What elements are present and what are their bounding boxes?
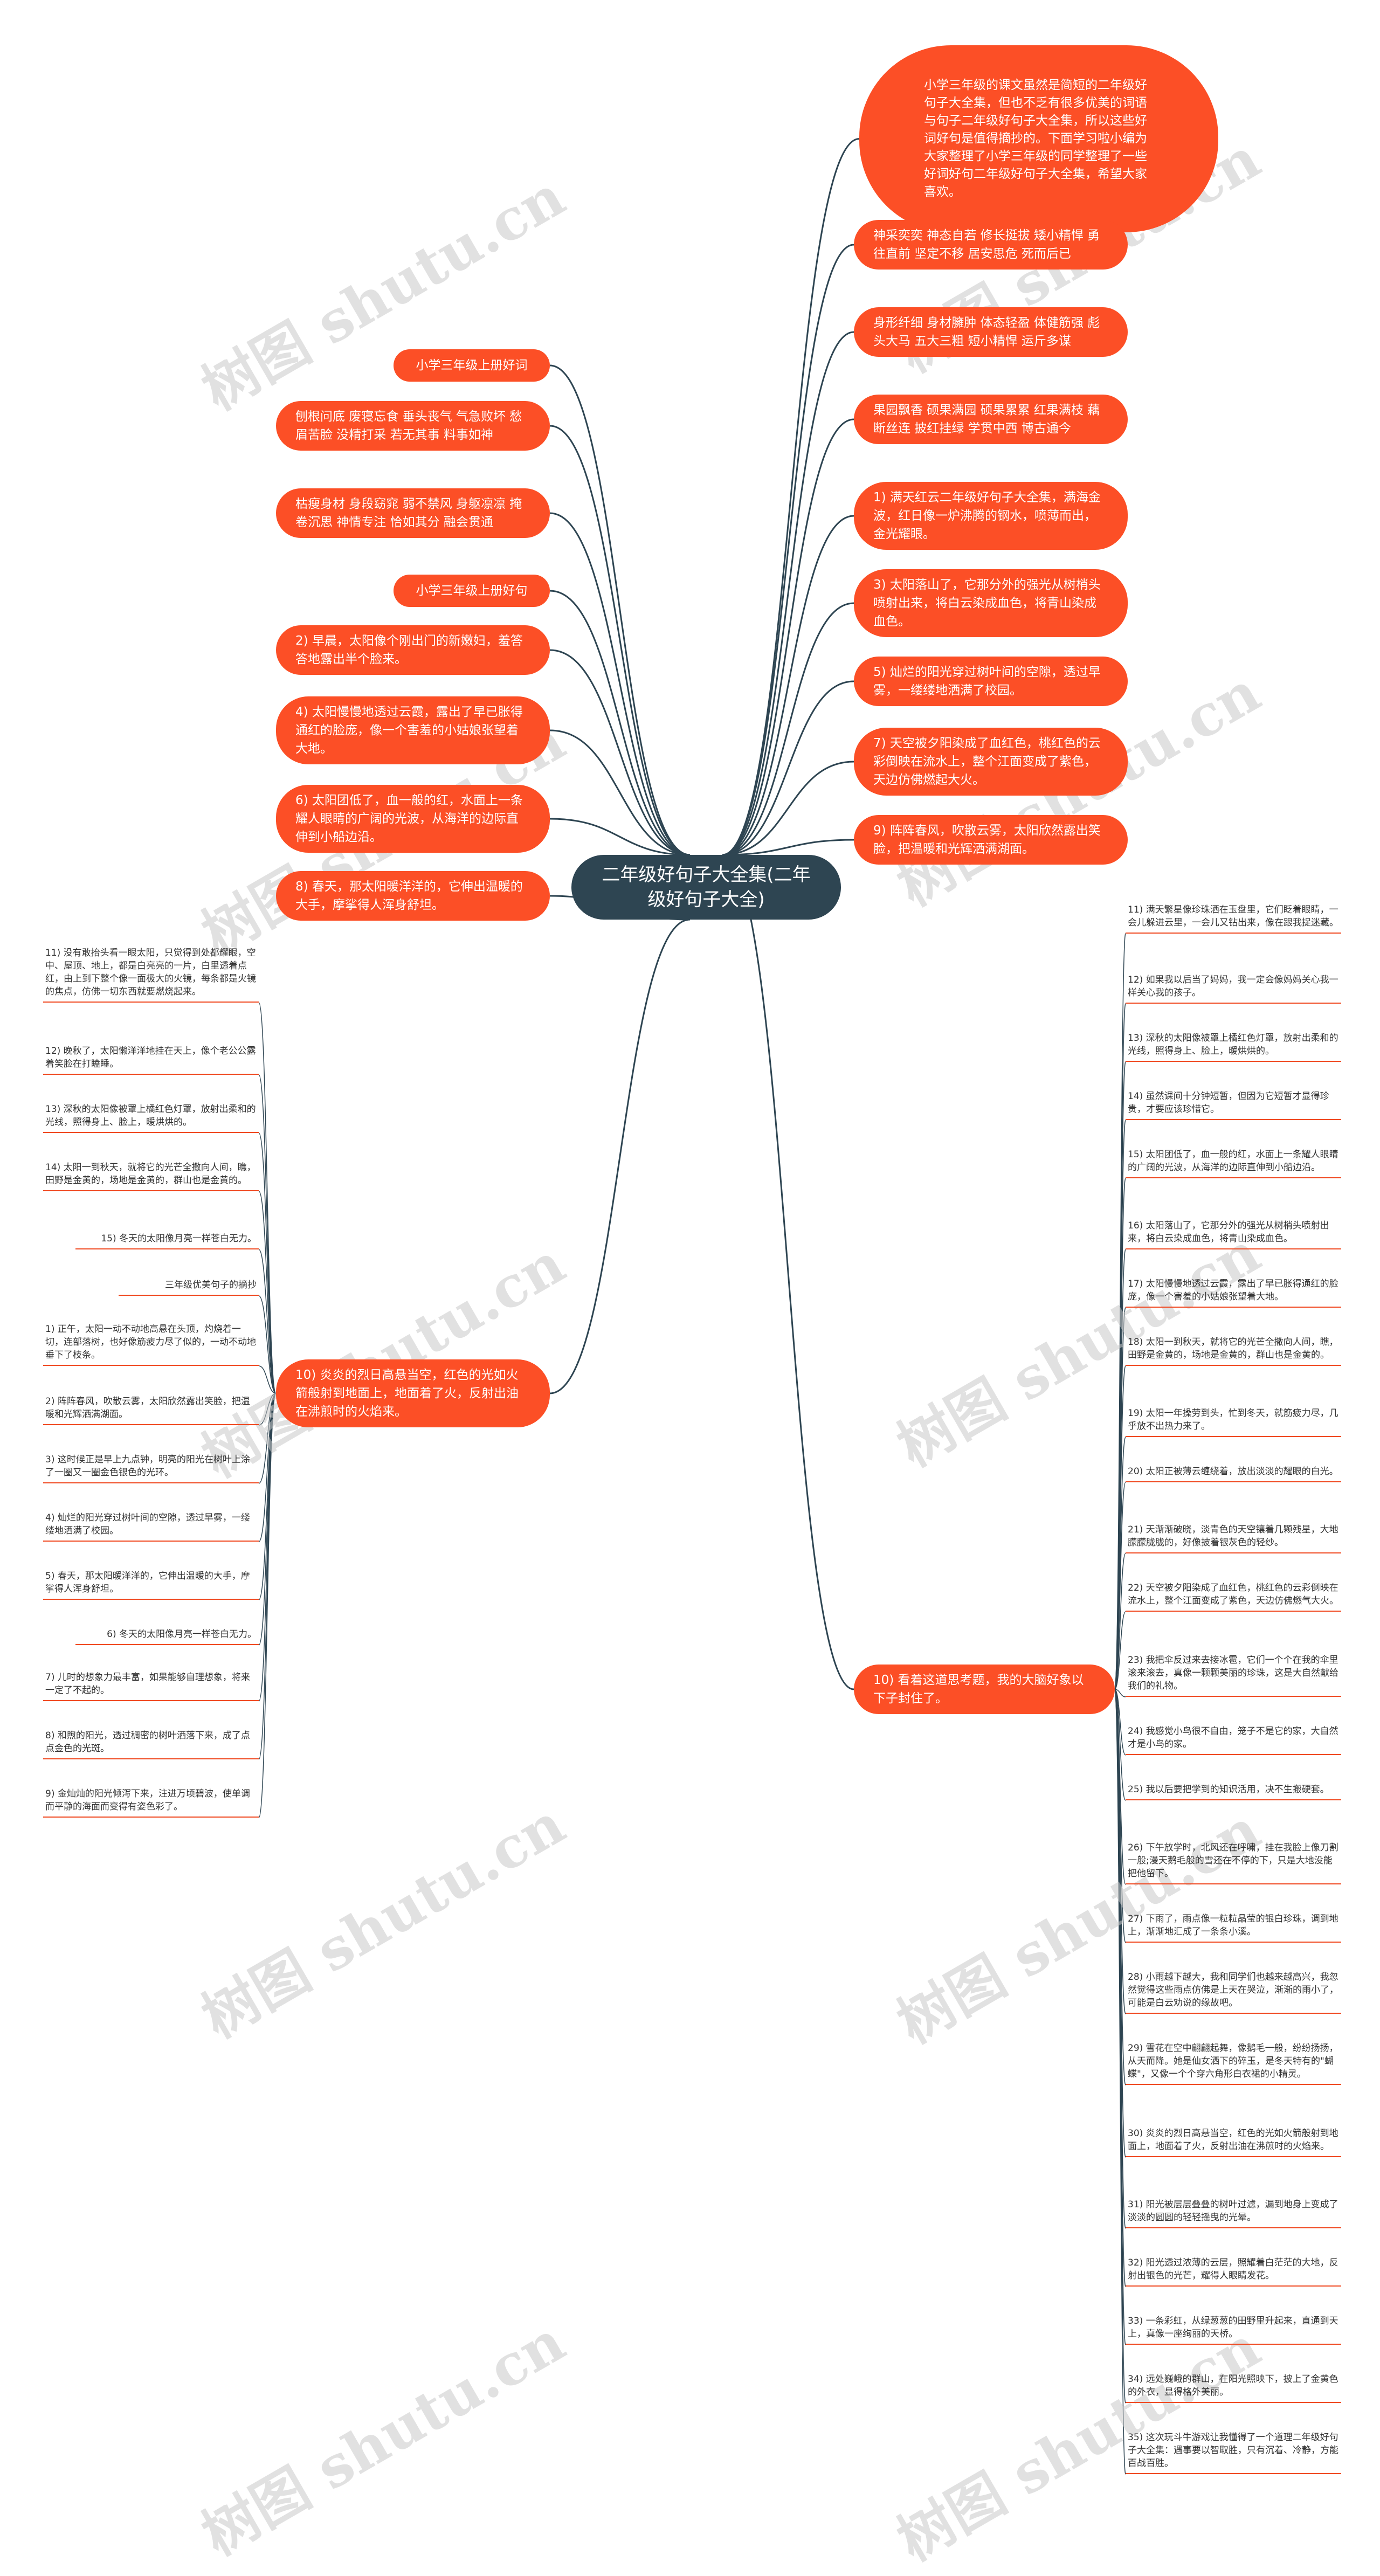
connector-line xyxy=(258,1393,277,1426)
leaf-item: 4) 灿烂的阳光穿过树叶间的空隙，透过早雾，一缕缕地洒满了校园。 xyxy=(43,1510,259,1542)
leaf-item: 13) 深秋的太阳像被罩上橘红色灯罩，放射出柔和的光线，照得身上、脸上，暖烘烘的… xyxy=(43,1102,259,1133)
leaf-item: 11) 满天繁星像珍珠洒在玉盘里，它们眨着眼睛，一会儿躲进云里，一会儿又钻出来，… xyxy=(1126,902,1341,934)
leaf-item: 19) 太阳一年操劳到头，忙到冬天，就筋疲力尽，几乎放不出热力来了。 xyxy=(1126,1406,1341,1437)
branch-node[interactable]: 小学三年级上册好句 xyxy=(394,575,550,607)
leaf-item: 34) 远处巍峨的群山，在阳光照映下，披上了金黄色的外衣，显得格外美丽。 xyxy=(1126,2372,1341,2403)
leaf-item: 30) 炎炎的烈日高悬当空，红色的光如火箭般射到地面上，地面着了火，反射出油在沸… xyxy=(1126,2126,1341,2157)
connector-line xyxy=(1114,1689,1126,1801)
leaf-item: 5) 春天，那太阳暖洋洋的，它伸出温暖的大手，摩挲得人浑身舒坦。 xyxy=(43,1569,259,1600)
leaf-item: 15) 太阳团低了，血一般的红，水面上一条耀人眼睛的广阔的光波，从海洋的边际直伸… xyxy=(1126,1147,1341,1178)
branch-node[interactable]: 小学三年级上册好词 xyxy=(394,349,550,382)
leaf-item: 32) 阳光透过浓薄的云层，照耀着白茫茫的大地，反射出银色的光芒，耀得人眼睛发花… xyxy=(1126,2255,1341,2287)
leaf-item: 6) 冬天的太阳像月亮一样苍白无力。 xyxy=(75,1627,259,1645)
leaf-item: 31) 阳光被层层叠叠的树叶过滤，漏到地身上变成了淡淡的圆圆的轻轻摇曳的光晕。 xyxy=(1126,2197,1341,2228)
leaf-item: 三年级优美句子的摘抄 xyxy=(119,1277,259,1296)
leaf-item: 14) 虽然课间十分钟短暂，但因为它短暂才显得珍贵，才要应该珍惜它。 xyxy=(1126,1089,1341,1120)
connector-line xyxy=(722,331,854,856)
leaf-item: 3) 这时候正是早上九点钟，明亮的阳光在树叶上涂了一圈又一圈金色银色的光环。 xyxy=(43,1452,259,1483)
branch-node[interactable]: 8) 春天，那太阳暖洋洋的，它伸出温暖的大手，摩挲得人浑身舒坦。 xyxy=(276,871,550,921)
connector-line xyxy=(258,1191,277,1394)
leaf-item: 25) 我以后要把学到的知识活用，决不生搬硬套。 xyxy=(1126,1782,1341,1800)
leaf-item: 18) 太阳一到秋天，就将它的光芒全撒向人间，瞧，田野是金黄的，场地是金黄的，群… xyxy=(1126,1335,1341,1366)
leaf-item: 29) 雪花在空中翩翩起舞，像鹅毛一般，纷纷扬扬，从天而降。她是仙女洒下的碎玉，… xyxy=(1126,2041,1341,2085)
connector-line xyxy=(722,602,854,856)
branch-node[interactable]: 7) 天空被夕阳染成了血红色，桃红色的云彩倒映在流水上，整个江面变成了紫色，天边… xyxy=(854,728,1128,796)
leaf-item: 28) 小雨越下越大，我和同学们也越来越高兴，我忽然觉得这些雨点仿佛是上天在哭泣… xyxy=(1126,1970,1341,2014)
leaf-item: 7) 儿时的想象力最丰富，如果能够自理想象，将来一定了不起的。 xyxy=(43,1670,259,1701)
connector-line xyxy=(549,649,691,856)
connector-line xyxy=(258,1365,277,1394)
connector-line xyxy=(549,512,691,856)
branch-node[interactable]: 3) 太阳落山了，它那分外的强光从树梢头喷射出来，将白云染成血色，将青山染成血色… xyxy=(854,569,1128,637)
branch-node[interactable]: 5) 灿烂的阳光穿过树叶间的空隙，透过早雾，一缕缕地洒满了校园。 xyxy=(854,657,1128,706)
connector-line xyxy=(722,680,854,856)
connector-line xyxy=(722,138,860,856)
leaf-item: 2) 阵阵春风，吹散云雾，太阳欣然露出笑脸，把温暖和光辉洒满湖面。 xyxy=(43,1394,259,1425)
leaf-item: 1) 正午，太阳一动不动地高悬在头顶，灼烧着一切，连部落树，也好像筋疲力尽了似的… xyxy=(43,1322,259,1366)
connector-line xyxy=(722,418,854,856)
leaf-item: 24) 我感觉小鸟很不自由，笼子不是它的家，大自然才是小鸟的家。 xyxy=(1126,1724,1341,1755)
leaf-item: 21) 天渐渐破晓，淡青色的天空镶着几颗残星，大地朦朦胧胧的，好像披着银灰色的轻… xyxy=(1126,1522,1341,1553)
leaf-item: 13) 深秋的太阳像被罩上橘红色灯罩，放射出柔和的光线，照得身上、脸上，暖烘烘的… xyxy=(1126,1031,1341,1062)
leaf-item: 23) 我把伞反过来去接冰雹，它们一个个在我的伞里滚来滚去，真像一颗颗美丽的珍珠… xyxy=(1126,1653,1341,1697)
leaf-item: 14) 太阳一到秋天，就将它的光芒全撒向人间，瞧，田野是金黄的，场地是金黄的，群… xyxy=(43,1160,259,1191)
left-sentences-node[interactable]: 10) 炎炎的烈日高悬当空，红色的光如火箭般射到地面上，地面着了火，反射出油在沸… xyxy=(276,1359,550,1427)
center-topic[interactable]: 二年级好句子大全集(二年级好句子大全) xyxy=(571,855,841,920)
connector-line xyxy=(549,425,691,856)
intro-node[interactable]: 小学三年级的课文虽然是简短的二年级好句子大全集，但也不乏有很多优美的词语与句子二… xyxy=(859,45,1218,232)
right-sentences-node[interactable]: 10) 看着这道思考题，我的大脑好象以下子封住了。 xyxy=(854,1665,1115,1714)
connector-line xyxy=(258,1393,277,1818)
connector-line xyxy=(549,590,691,856)
leaf-item: 16) 太阳落山了，它那分外的强光从树梢头喷射出来，将白云染成血色，将青山染成血… xyxy=(1126,1218,1341,1249)
connector-line xyxy=(1114,1611,1126,1690)
leaf-item: 11) 没有敢抬头看一眼太阳，只觉得到处都耀眼，空中、屋顶、地上，都是白亮亮的一… xyxy=(43,945,259,1003)
connector-line xyxy=(258,1132,277,1394)
connector-line xyxy=(1114,1689,1126,1697)
connector-line xyxy=(1114,1553,1126,1690)
leaf-item: 22) 天空被夕阳染成了血红色，桃红色的云彩倒映在流水上，整个江面变成了紫色，天… xyxy=(1126,1580,1341,1612)
branch-node[interactable]: 6) 太阳团低了，血一般的红，水面上一条耀人眼睛的广阔的光波，从海洋的边际直伸到… xyxy=(276,785,550,853)
branch-node[interactable]: 果园飘香 硕果满园 硕果累累 红果满枝 藕断丝连 披红挂绿 学贯中西 博古通今 xyxy=(854,395,1128,444)
branch-node[interactable]: 4) 太阳慢慢地透过云霞，露出了早已胀得通红的脸庞，像一个害羞的小姑娘张望着大地… xyxy=(276,696,550,764)
connector-line xyxy=(549,364,691,856)
branch-node[interactable]: 刨根问底 废寝忘食 垂头丧气 气急败坏 愁眉苦脸 没精打采 若无其事 料事如神 xyxy=(276,401,550,451)
connector-line xyxy=(258,1249,277,1394)
leaf-item: 33) 一条彩虹，从绿葱葱的田野里升起来，直通到天上，真像一座绚丽的天桥。 xyxy=(1126,2313,1341,2345)
branch-node[interactable]: 枯瘦身材 身段窈窕 弱不禁风 身躯凛凛 掩卷沉思 神情专注 恰如其分 融会贯通 xyxy=(276,488,550,538)
connector-line xyxy=(258,1393,277,1542)
leaf-item: 35) 这次玩斗牛游戏让我懂得了一个道理二年级好句子大全集：遇事要以智取胜，只有… xyxy=(1126,2430,1341,2474)
branch-node[interactable]: 2) 早晨，太阳像个刚出门的新嫩妇，羞答答地露出半个脸来。 xyxy=(276,625,550,675)
leaf-item: 26) 下午放学时，北风还在呼啸，挂在我脸上像刀割一般;漫天鹅毛般的雪还在不停的… xyxy=(1126,1840,1341,1884)
connector-line xyxy=(722,244,854,856)
connector-line xyxy=(258,1295,277,1394)
leaf-item: 9) 金灿灿的阳光倾泻下来，注进万顷碧波，使单调而平静的海面而变得有姿色彩了。 xyxy=(43,1786,259,1818)
branch-node[interactable]: 9) 阵阵春风，吹散云雾，太阳欣然露出笑脸，把温暖和光辉洒满湖面。 xyxy=(854,815,1128,865)
leaf-item: 15) 冬天的太阳像月亮一样苍白无力。 xyxy=(75,1231,259,1249)
connector-line xyxy=(549,818,691,856)
leaf-item: 12) 如果我以后当了妈妈，我一定会像妈妈关心我一样关心我的孩子。 xyxy=(1126,972,1341,1004)
leaf-item: 17) 太阳慢慢地透过云霞，露出了早已胀得通红的脸庞，像一个害羞的小姑娘张望着大… xyxy=(1126,1276,1341,1308)
leaf-item: 20) 太阳正被薄云缠绕着，放出淡淡的耀眼的白光。 xyxy=(1126,1464,1341,1482)
leaf-item: 8) 和煦的阳光，透过稠密的树叶洒落下来，成了点点金色的光斑。 xyxy=(43,1728,259,1759)
connector-line xyxy=(722,854,854,1690)
branch-node[interactable]: 神采奕奕 神态自若 修长挺拔 矮小精悍 勇往直前 坚定不移 居安思危 死而后已 xyxy=(854,220,1128,270)
connector-line xyxy=(549,918,691,1394)
connector-line xyxy=(549,729,691,856)
connector-line xyxy=(1114,1689,1126,2475)
connector-line xyxy=(258,1393,277,1484)
mindmap-links xyxy=(258,138,1126,2475)
leaf-item: 12) 晚秋了，太阳懒洋洋地挂在天上，像个老公公露着笑脸在打瞌睡。 xyxy=(43,1044,259,1075)
branch-node[interactable]: 身形纤细 身材臃肿 体态轻盈 体健筋强 彪头大马 五大三粗 短小精悍 运斤多谋 xyxy=(854,307,1128,357)
connector-line xyxy=(722,761,854,856)
branch-node[interactable]: 1) 满天红云二年级好句子大全集，满海金波，红日像一炉沸腾的钢水，喷薄而出，金光… xyxy=(854,482,1128,550)
connector-line xyxy=(722,839,854,856)
leaf-item: 27) 下雨了，雨点像一粒粒晶莹的银白珍珠，调到地上，渐渐地汇成了一条条小溪。 xyxy=(1126,1911,1341,1943)
connector-line xyxy=(722,515,854,856)
